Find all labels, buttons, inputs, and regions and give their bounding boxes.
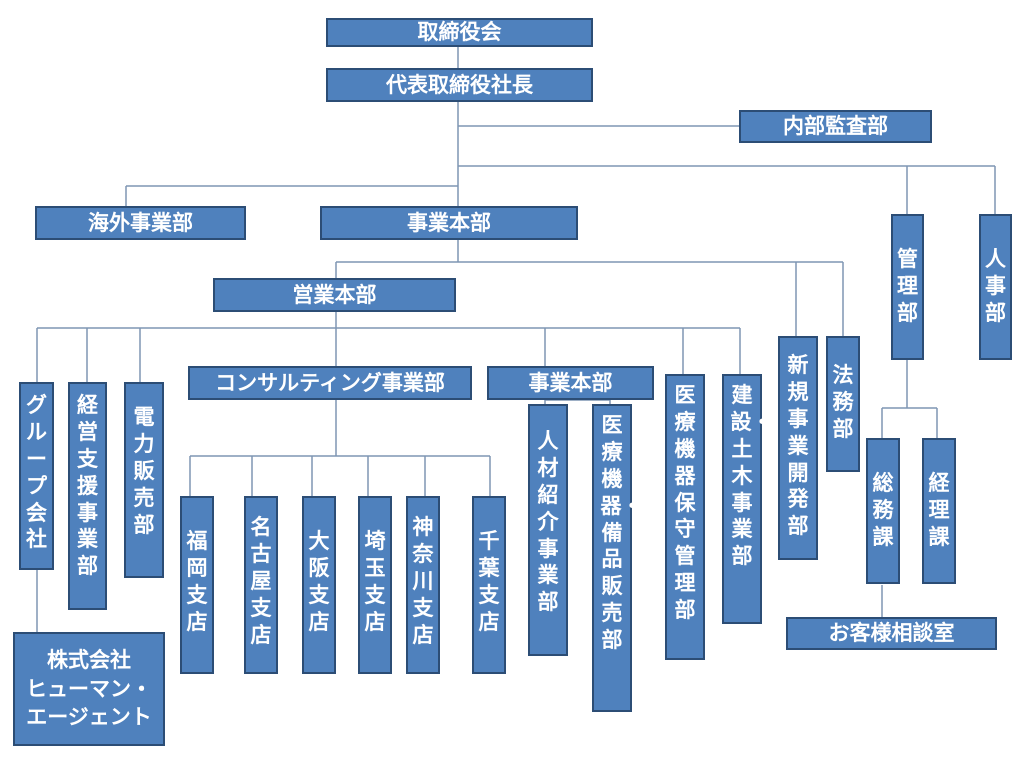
branch-kanagawa-box: 神奈川支店 bbox=[406, 496, 440, 674]
hr-box: 人事部 bbox=[979, 214, 1012, 360]
customer-room-box: お客様相談室 bbox=[786, 617, 997, 650]
business-hq-label: 事業本部 bbox=[407, 210, 491, 235]
consulting-label: コンサルティング事業部 bbox=[215, 370, 445, 395]
accounting-box: 経理課 bbox=[922, 438, 956, 584]
management-box: 管理部 bbox=[891, 214, 924, 360]
legal-label: 法務部 bbox=[832, 363, 854, 441]
mgmt-support-label: 経営支援事業部 bbox=[77, 393, 98, 579]
branch-chiba-box: 千葉支店 bbox=[472, 496, 506, 674]
management-label: 管理部 bbox=[897, 247, 918, 325]
subsidiary-box: 株式会社 ヒューマン・ エージェント bbox=[13, 632, 165, 746]
power-sales-box: 電力販売部 bbox=[124, 382, 164, 578]
construction-box: 建設・土木事業部 bbox=[722, 374, 773, 624]
new-business-label: 新規事業開発部 bbox=[787, 353, 809, 539]
medical-sales-label: 医療機器・備品販売部 bbox=[600, 413, 643, 652]
general-affairs-label: 総務課 bbox=[872, 471, 894, 549]
construction-label: 建設・土木事業部 bbox=[730, 383, 773, 569]
legal-box: 法務部 bbox=[826, 336, 860, 472]
consulting-box: コンサルティング事業部 bbox=[188, 366, 472, 400]
branch-chiba-label: 千葉支店 bbox=[478, 529, 500, 634]
branch-saitama-label: 埼玉支店 bbox=[364, 529, 386, 634]
branch-nagoya-box: 名古屋支店 bbox=[244, 496, 278, 674]
branch-osaka-box: 大阪支店 bbox=[302, 496, 336, 674]
branch-kanagawa-label: 神奈川支店 bbox=[412, 515, 434, 647]
board-box: 取締役会 bbox=[326, 18, 593, 47]
mgmt-support-box: 経営支援事業部 bbox=[68, 382, 107, 610]
branch-fukuoka-label: 福岡支店 bbox=[186, 529, 208, 634]
board-label: 取締役会 bbox=[417, 20, 502, 45]
overseas-box: 海外事業部 bbox=[35, 206, 246, 240]
business-hq2-label: 事業本部 bbox=[528, 370, 613, 395]
staffing-box: 人材紹介事業部 bbox=[528, 404, 568, 656]
sales-hq-box: 営業本部 bbox=[213, 278, 456, 312]
new-business-box: 新規事業開発部 bbox=[778, 336, 818, 560]
staffing-label: 人材紹介事業部 bbox=[537, 429, 559, 615]
branch-nagoya-label: 名古屋支店 bbox=[250, 515, 272, 647]
general-affairs-box: 総務課 bbox=[866, 438, 900, 584]
branch-osaka-label: 大阪支店 bbox=[308, 529, 330, 634]
power-sales-label: 電力販売部 bbox=[133, 405, 155, 537]
medical-maint-box: 医療機器保守管理部 bbox=[665, 374, 705, 660]
group-company-label: グループ会社 bbox=[26, 393, 47, 552]
branch-saitama-box: 埼玉支店 bbox=[358, 496, 392, 674]
hr-label: 人事部 bbox=[985, 247, 1006, 325]
ceo-box: 代表取締役社長 bbox=[326, 68, 593, 102]
customer-room-label: お客様相談室 bbox=[828, 621, 955, 646]
sales-hq-label: 営業本部 bbox=[292, 282, 377, 307]
subsidiary-label: 株式会社 ヒューマン・ エージェント bbox=[26, 648, 152, 730]
accounting-label: 経理課 bbox=[928, 471, 950, 549]
medical-sales-box: 医療機器・備品販売部 bbox=[592, 404, 643, 712]
internal-audit-label: 内部監査部 bbox=[783, 114, 888, 139]
ceo-label: 代表取締役社長 bbox=[386, 72, 533, 97]
business-hq2-box: 事業本部 bbox=[487, 366, 654, 400]
medical-maint-label: 医療機器保守管理部 bbox=[674, 383, 696, 622]
group-company-box: グループ会社 bbox=[19, 382, 54, 570]
overseas-label: 海外事業部 bbox=[88, 210, 193, 235]
branch-fukuoka-box: 福岡支店 bbox=[180, 496, 214, 674]
internal-audit-box: 内部監査部 bbox=[739, 110, 932, 143]
business-hq-box: 事業本部 bbox=[320, 206, 578, 240]
